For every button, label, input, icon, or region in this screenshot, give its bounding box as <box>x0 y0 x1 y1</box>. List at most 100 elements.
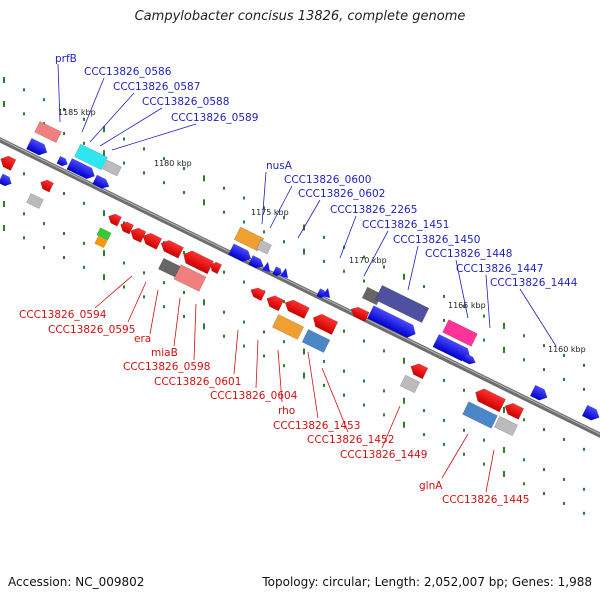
callout-line <box>255 339 259 389</box>
callout-line <box>173 297 181 347</box>
gene-label[interactable]: CCC13826_0601 <box>154 376 241 388</box>
gene-feature <box>504 403 525 420</box>
gene-shape <box>96 227 112 241</box>
gene-label[interactable]: rho <box>278 405 295 417</box>
gene-feature <box>350 306 370 322</box>
gene-feature <box>272 314 304 340</box>
gene-label[interactable]: CCC13826_0589 <box>171 112 258 124</box>
callout-line <box>455 259 469 319</box>
gene-shape <box>233 226 265 252</box>
gene-label[interactable]: CCC13826_0594 <box>19 309 107 321</box>
gene-label[interactable]: CCC13826_0604 <box>210 390 298 402</box>
gene-shape <box>504 403 525 420</box>
gene-shape <box>350 306 370 322</box>
gene-shape <box>102 159 122 177</box>
callout-line <box>233 329 239 375</box>
gene-label[interactable]: CCC13826_0595 <box>48 324 135 336</box>
reverse-gene-labels: CCC13826_0594 CCC13826_0595 era miaB CCC… <box>19 309 529 506</box>
gene-feature <box>529 384 548 401</box>
gene-label[interactable]: prfB <box>55 53 77 65</box>
gene-label[interactable]: CCC13826_0598 <box>123 361 210 373</box>
gene-label[interactable]: CCC13826_1449 <box>340 449 427 461</box>
gene-shape <box>160 240 184 259</box>
gene-feature <box>462 353 476 365</box>
gene-feature <box>40 179 54 193</box>
scale-ticks <box>3 76 585 515</box>
callout-line <box>485 449 495 493</box>
chromosome-backbone <box>0 137 600 438</box>
gene-feature <box>0 173 12 187</box>
gene-shape <box>108 213 122 227</box>
callout-line <box>277 349 283 403</box>
gene-shape <box>266 295 285 312</box>
callout-line <box>94 275 133 309</box>
genome-summary: Topology: circular; Length: 2,052,007 bp… <box>262 575 592 589</box>
gene-shape <box>272 314 304 340</box>
gene-label[interactable]: CCC13826_1447 <box>456 263 543 275</box>
gene-shape <box>272 266 282 277</box>
callout-line <box>261 171 267 225</box>
callout-line <box>485 274 491 329</box>
gene-label[interactable]: CCC13826_0587 <box>113 81 200 93</box>
gene-shape <box>0 155 17 171</box>
gene-shape <box>475 388 506 413</box>
gene-label[interactable]: CCC13826_0588 <box>142 96 229 108</box>
gene-shape <box>374 285 430 323</box>
gene-label[interactable]: CCC13826_1453 <box>273 420 360 432</box>
callout-line <box>57 63 61 123</box>
gene-label[interactable]: CCC13826_1445 <box>442 494 529 506</box>
gene-label[interactable]: CCC13826_1451 <box>362 219 449 231</box>
gene-feature <box>367 305 416 338</box>
gene-feature <box>284 299 310 320</box>
gene-shape <box>367 305 416 338</box>
gene-shape <box>40 179 54 193</box>
gene-feature <box>210 261 223 275</box>
gene-feature <box>108 213 122 227</box>
gene-feature <box>34 120 62 144</box>
callout-line <box>407 245 419 291</box>
gene-shape <box>312 313 339 335</box>
gene-label[interactable]: CCC13826_1450 <box>393 234 480 246</box>
gene-label[interactable]: era <box>134 333 151 345</box>
gene-label[interactable]: miaB <box>151 347 178 359</box>
gene-feature <box>266 295 285 312</box>
gene-shape <box>26 137 48 156</box>
callout-line <box>127 281 147 323</box>
gene-feature <box>272 266 282 277</box>
gene-shape <box>94 235 108 249</box>
scale-label-1160: 1160 kbp <box>548 345 586 354</box>
callout-line <box>519 288 557 347</box>
gene-feature <box>94 235 108 249</box>
callout-line <box>441 433 469 479</box>
gene-label[interactable]: CCC13826_0602 <box>298 188 385 200</box>
gene-label[interactable]: CCC13826_1448 <box>425 248 512 260</box>
gene-feature <box>160 240 184 259</box>
callout-line <box>111 123 197 151</box>
callout-line <box>307 351 319 419</box>
forward-gene-labels: prfB CCC13826_0586 CCC13826_0587 CCC1382… <box>55 53 578 289</box>
gene-label[interactable]: glnA <box>419 480 443 492</box>
gene-label[interactable]: CCC13826_2265 <box>330 204 417 216</box>
gene-shape <box>142 233 163 250</box>
gene-shape <box>56 155 68 167</box>
scale-label-1165: 1165 kbp <box>448 301 486 310</box>
gene-feature <box>374 285 430 323</box>
gene-shape <box>130 227 147 243</box>
gene-shape <box>92 174 110 189</box>
gene-label[interactable]: CCC13826_0600 <box>284 174 371 186</box>
gene-shape <box>120 221 134 235</box>
gene-label[interactable]: CCC13826_0586 <box>84 66 172 78</box>
gene-label[interactable]: nusA <box>266 160 293 172</box>
gene-feature <box>475 388 506 413</box>
gene-feature <box>142 233 163 250</box>
gene-label[interactable]: CCC13826_1444 <box>490 277 578 289</box>
gene-shape <box>256 239 272 255</box>
gene-shape <box>462 353 476 365</box>
gene-feature <box>66 158 95 180</box>
gene-shape <box>462 401 498 429</box>
callout-line <box>321 367 349 433</box>
chromosome-backbone-highlight <box>0 138 600 435</box>
gene-label[interactable]: CCC13826_1452 <box>307 434 394 446</box>
